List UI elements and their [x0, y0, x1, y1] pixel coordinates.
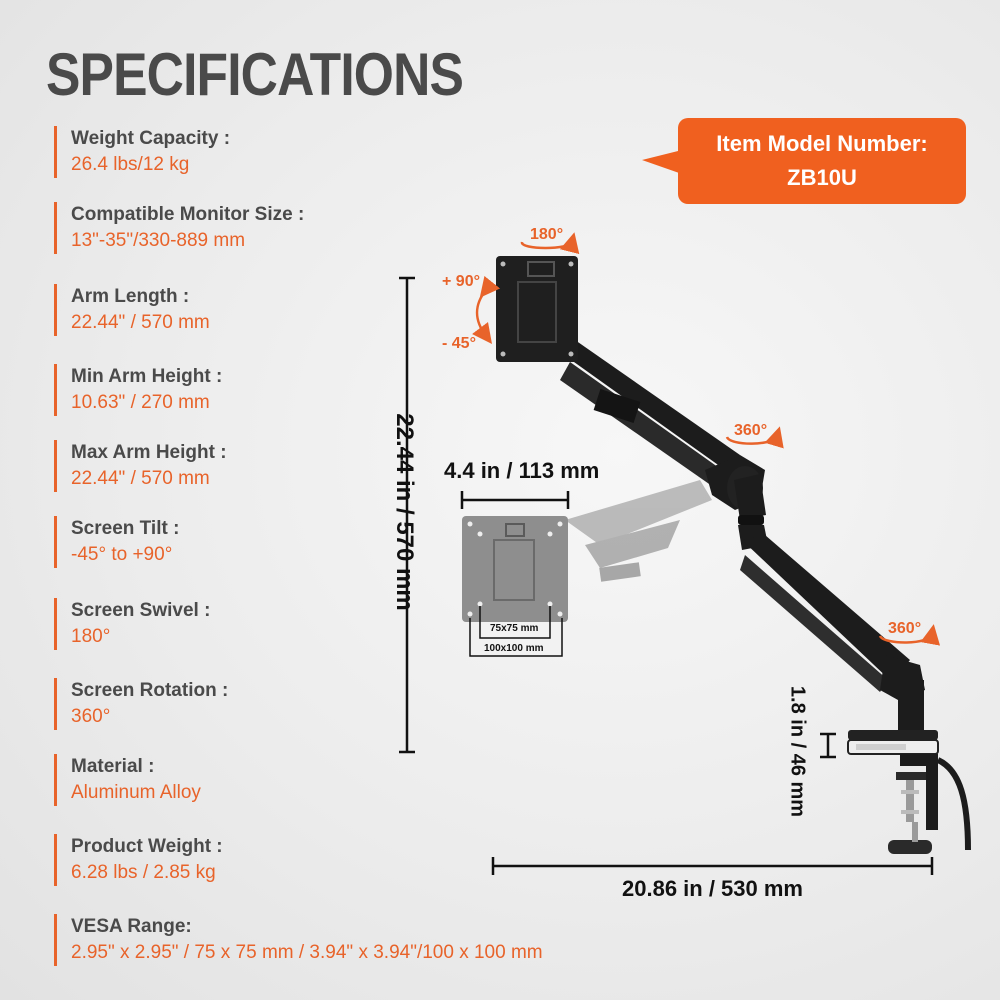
tilt-up-label: + 90°	[442, 273, 480, 290]
spec-value: 360°	[71, 706, 111, 727]
spec-label: Weight Capacity :	[71, 128, 231, 149]
spec-product-weight: Product Weight : 6.28 lbs / 2.85 kg	[54, 834, 223, 886]
spec-label: Compatible Monitor Size :	[71, 204, 305, 225]
tilt-down-label: - 45°	[442, 335, 476, 352]
base-width-label: 20.86 in / 530 mm	[622, 876, 803, 901]
spec-monitor-size: Compatible Monitor Size : 13"-35"/330-88…	[54, 202, 304, 254]
lowered-arm-ghost	[565, 480, 712, 582]
lower-arm	[740, 535, 925, 700]
spec-value: 26.4 lbs/12 kg	[71, 154, 190, 175]
spec-arm-length: Arm Length : 22.44" / 570 mm	[54, 284, 210, 336]
spec-vesa-range: VESA Range: 2.95" x 2.95" / 75 x 75 mm /…	[54, 914, 543, 966]
spec-label: Product Weight :	[71, 836, 223, 857]
base-clamp	[847, 680, 971, 854]
model-number-heading: Item Model Number:	[716, 131, 928, 156]
spec-label: Screen Tilt :	[71, 518, 180, 539]
spec-value: 6.28 lbs / 2.85 kg	[71, 862, 216, 883]
base-rotation-label: 360°	[888, 620, 922, 637]
height-dimension-label: 22.44 in / 570 mm	[391, 413, 418, 611]
arm-column	[734, 474, 768, 550]
vesa-large-label: 100x100 mm	[484, 643, 544, 654]
spec-label: Arm Length :	[71, 286, 190, 307]
spec-value: 22.44" / 570 mm	[71, 312, 210, 333]
spec-value: Aluminum Alloy	[71, 782, 201, 803]
spec-value: 13"-35"/330-889 mm	[71, 230, 246, 251]
clamp-height-label: 1.8 in / 46 mm	[786, 685, 809, 818]
vesa-plate-raised	[496, 256, 578, 362]
spec-value: 10.63" / 270 mm	[71, 392, 210, 413]
spec-value: 2.95" x 2.95" / 75 x 75 mm / 3.94" x 3.9…	[71, 942, 543, 963]
spec-label: Material :	[71, 756, 155, 777]
lowered-vesa-plate	[462, 516, 568, 622]
callout-pointer	[642, 150, 682, 174]
dimension-lines	[399, 276, 934, 875]
elbow-rotation-label: 360°	[734, 422, 768, 439]
swivel-angle-label: 180°	[530, 226, 564, 243]
plate-width-label: 4.4 in / 113 mm	[444, 458, 600, 483]
page-title: SPECIFICATIONS	[46, 41, 464, 108]
spec-max-arm-height: Max Arm Height : 22.44" / 570 mm	[54, 440, 227, 492]
model-number-value: ZB10U	[787, 165, 857, 190]
vesa-brackets	[469, 606, 563, 657]
spec-label: Max Arm Height :	[71, 442, 227, 463]
spec-screen-rotation: Screen Rotation : 360°	[54, 678, 228, 730]
spec-value: 22.44" / 570 mm	[71, 468, 210, 489]
spec-value: 180°	[71, 626, 111, 647]
spec-material: Material : Aluminum Alloy	[54, 754, 201, 806]
spec-screen-swivel: Screen Swivel : 180°	[54, 598, 210, 650]
spec-label: Screen Swivel :	[71, 600, 211, 621]
spec-label: Screen Rotation :	[71, 680, 229, 701]
vesa-small-label: 75x75 mm	[490, 623, 539, 634]
spec-screen-tilt: Screen Tilt : -45° to +90°	[54, 516, 179, 568]
model-number-callout: Item Model Number: ZB10U	[678, 118, 966, 204]
spec-label: VESA Range:	[71, 916, 192, 937]
spec-weight-capacity: Weight Capacity : 26.4 lbs/12 kg	[54, 126, 230, 178]
spec-label: Min Arm Height :	[71, 366, 223, 387]
spec-value: -45° to +90°	[71, 544, 173, 565]
spec-min-arm-height: Min Arm Height : 10.63" / 270 mm	[54, 364, 222, 416]
rotation-arcs	[472, 232, 941, 646]
